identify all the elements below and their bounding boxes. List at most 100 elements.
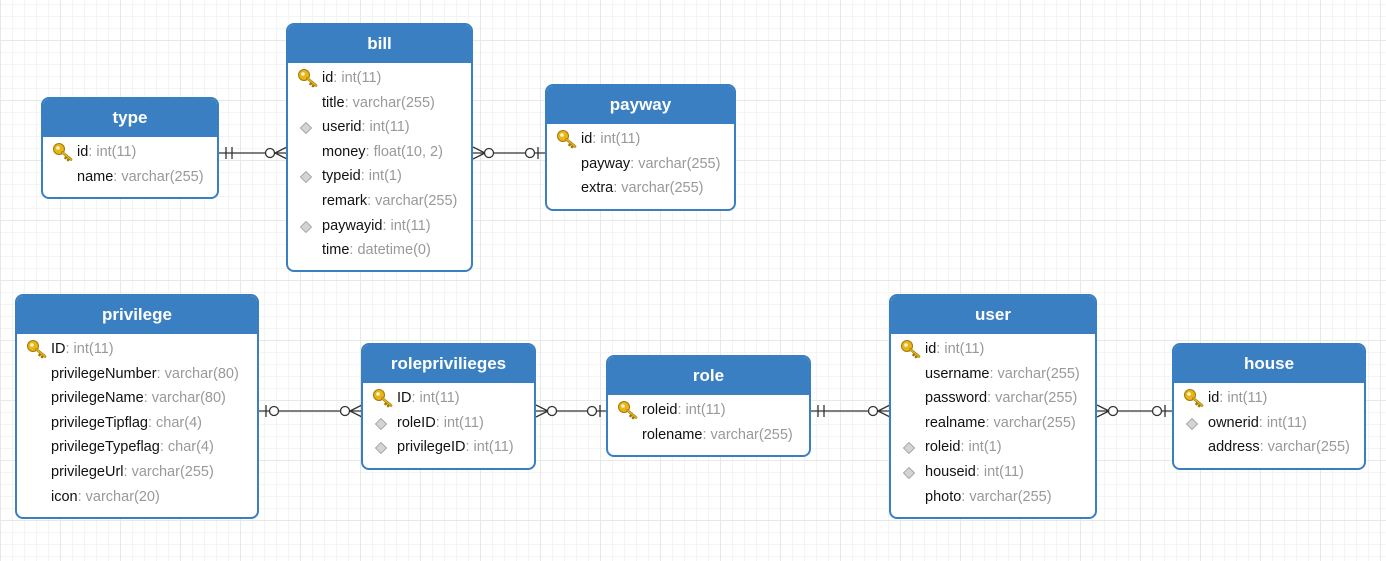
field-row[interactable]: ID: int(11) — [17, 337, 257, 362]
field-row[interactable]: houseid: int(11) — [891, 460, 1095, 485]
field-text: username: varchar(255) — [925, 362, 1080, 387]
entity-title: bill — [288, 25, 471, 63]
field-row[interactable]: name: varchar(255) — [43, 165, 217, 190]
field-row[interactable]: roleID: int(11) — [363, 411, 534, 436]
field-text: privilegeTypeflag: char(4) — [51, 435, 214, 460]
entity-type[interactable]: type id: int(11)name: varchar(255) — [41, 97, 219, 199]
field-name: paywayid — [322, 217, 383, 234]
field-row[interactable]: username: varchar(255) — [891, 362, 1095, 387]
foreign-key-diamond-icon — [371, 435, 391, 460]
field-name: photo — [925, 488, 962, 505]
field-row[interactable]: payway: varchar(255) — [547, 152, 734, 177]
field-text: privilegeNumber: varchar(80) — [51, 362, 239, 387]
link-bill-payway — [472, 146, 546, 160]
field-text: remark: varchar(255) — [322, 189, 457, 214]
field-row[interactable]: realname: varchar(255) — [891, 411, 1095, 436]
field-row[interactable]: typeid: int(1) — [288, 164, 471, 189]
field-row[interactable]: address: varchar(255) — [1174, 435, 1364, 460]
field-text: payway: varchar(255) — [581, 152, 720, 177]
field-row[interactable]: id: int(11) — [288, 66, 471, 91]
field-row[interactable]: privilegeTipflag: char(4) — [17, 411, 257, 436]
field-text: roleid: int(11) — [642, 398, 726, 423]
field-name: username — [925, 365, 990, 382]
field-name: id — [77, 144, 89, 160]
field-name: id — [925, 341, 937, 357]
field-name: time — [322, 242, 350, 259]
foreign-key-diamond-icon — [296, 214, 316, 239]
field-row[interactable]: id: int(11) — [43, 140, 217, 165]
link-roleprivilieges-role — [535, 404, 607, 418]
field-name: id — [581, 131, 593, 147]
field-text: privilegeName: varchar(80) — [51, 386, 226, 411]
field-row[interactable]: title: varchar(255) — [288, 91, 471, 116]
field-row[interactable]: privilegeTypeflag: char(4) — [17, 435, 257, 460]
field-row[interactable]: photo: varchar(255) — [891, 485, 1095, 510]
field-name: id — [1208, 390, 1220, 406]
foreign-key-diamond-icon — [296, 164, 316, 189]
field-row[interactable]: rolename: varchar(255) — [608, 423, 809, 448]
entity-title: roleprivilieges — [363, 345, 534, 383]
primary-key-icon — [51, 140, 73, 165]
field-name: privilegeName — [51, 390, 144, 407]
field-text: id: int(11) — [925, 337, 984, 362]
entity-payway[interactable]: payway id: int(11)payway: varchar(255)ext… — [545, 84, 736, 211]
field-row[interactable]: money: float(10, 2) — [288, 140, 471, 165]
field-name: address — [1208, 439, 1260, 456]
field-name: icon — [51, 488, 78, 505]
field-text: privilegeTipflag: char(4) — [51, 411, 202, 436]
field-row[interactable]: roleid: int(11) — [608, 398, 809, 423]
field-text: extra: varchar(255) — [581, 176, 704, 201]
field-type: : int(11) — [1219, 390, 1268, 406]
field-name: userid — [322, 119, 362, 136]
entity-title: payway — [547, 86, 734, 124]
field-row[interactable]: userid: int(11) — [288, 115, 471, 140]
field-row[interactable]: privilegeID: int(11) — [363, 435, 534, 460]
field-row[interactable]: privilegeUrl: varchar(255) — [17, 460, 257, 485]
field-name: remark — [322, 192, 368, 209]
field-text: paywayid: int(11) — [322, 214, 431, 239]
field-type: : int(11) — [382, 217, 431, 234]
field-name: houseid — [925, 463, 976, 480]
field-name: rolename — [642, 426, 703, 443]
field-row[interactable]: ownerid: int(11) — [1174, 411, 1364, 436]
primary-key-icon — [616, 398, 638, 423]
entity-title: type — [43, 99, 217, 137]
field-row[interactable]: password: varchar(255) — [891, 386, 1095, 411]
field-name: id — [322, 70, 334, 86]
field-row[interactable]: ID: int(11) — [363, 386, 534, 411]
field-name: privilegeID — [397, 439, 466, 456]
field-type: : varchar(255) — [630, 155, 721, 172]
field-name: ID — [51, 341, 66, 357]
field-row[interactable]: id: int(11) — [547, 127, 734, 152]
primary-key-icon — [1182, 386, 1204, 411]
field-row[interactable]: extra: varchar(255) — [547, 176, 734, 201]
field-row[interactable]: id: int(11) — [891, 337, 1095, 362]
field-type: : float(10, 2) — [365, 143, 443, 160]
field-row[interactable]: icon: varchar(20) — [17, 485, 257, 510]
field-row[interactable]: privilegeNumber: varchar(80) — [17, 362, 257, 387]
field-list: roleid: int(11)rolename: varchar(255) — [608, 395, 809, 447]
link-privilege-roleprivilieges — [259, 404, 363, 418]
field-list: id: int(11)username: varchar(255)passwor… — [891, 334, 1095, 509]
field-name: ownerid — [1208, 414, 1259, 431]
field-name: roleID — [397, 414, 436, 431]
field-row[interactable]: paywayid: int(11) — [288, 214, 471, 239]
field-type: : char(4) — [159, 439, 214, 456]
field-row[interactable]: privilegeName: varchar(80) — [17, 386, 257, 411]
field-name: realname — [925, 414, 986, 431]
field-row[interactable]: roleid: int(1) — [891, 435, 1095, 460]
field-row[interactable]: time: datetime(0) — [288, 238, 471, 263]
field-text: typeid: int(1) — [322, 164, 402, 189]
field-name: typeid — [322, 168, 361, 185]
field-type: : int(11) — [1258, 414, 1307, 431]
field-row[interactable]: remark: varchar(255) — [288, 189, 471, 214]
foreign-key-diamond-icon — [296, 115, 316, 140]
field-row[interactable]: id: int(11) — [1174, 386, 1364, 411]
